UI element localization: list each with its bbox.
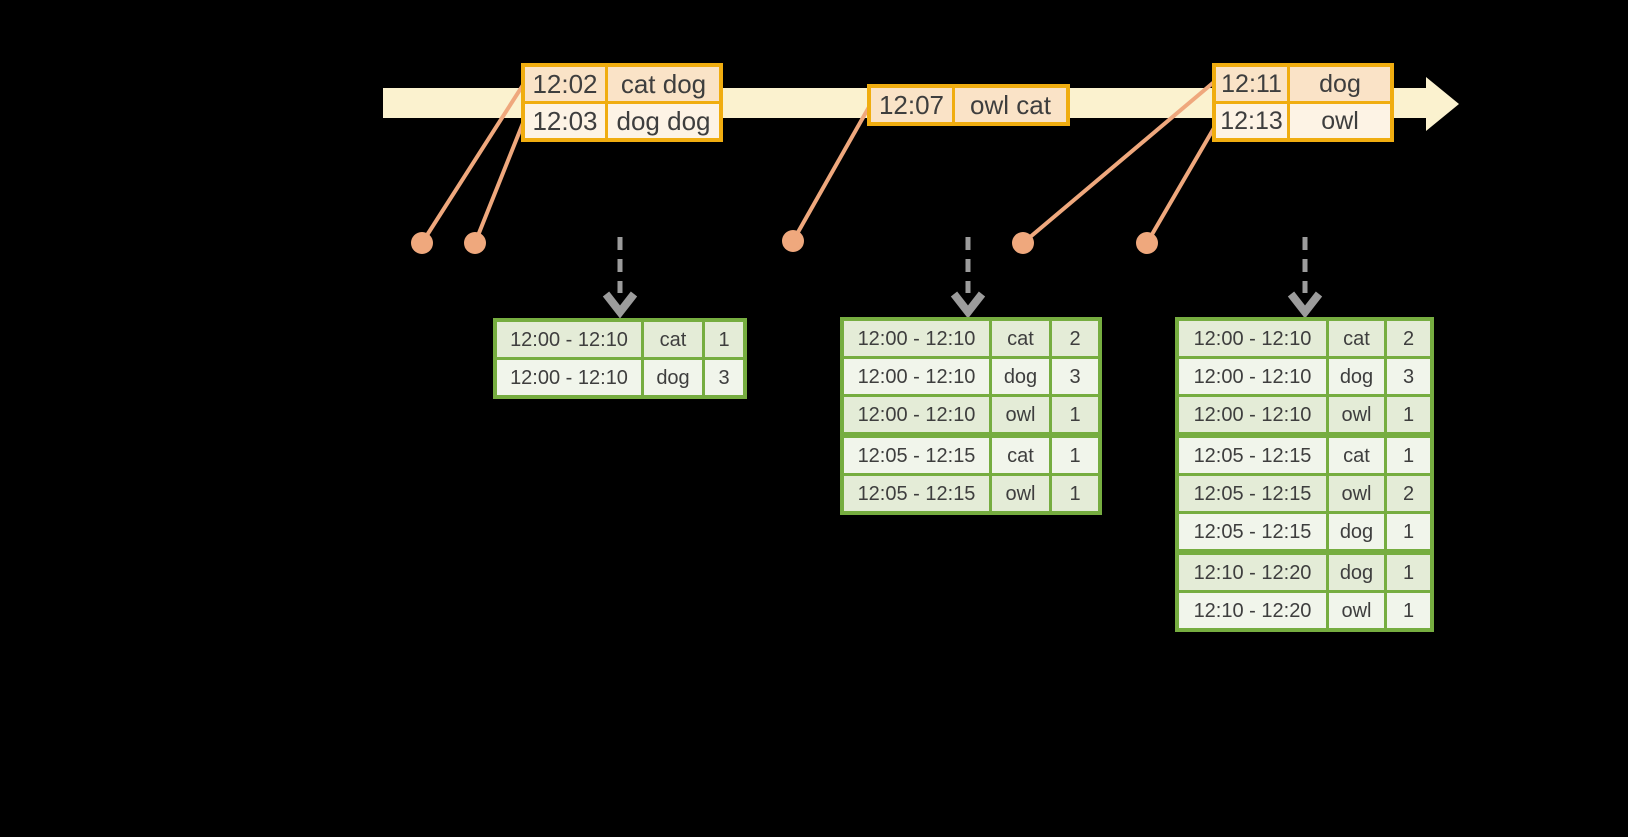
window-cell: 12:05 - 12:15 bbox=[1179, 476, 1326, 511]
count-cell: 1 bbox=[1387, 397, 1430, 432]
word-cell: cat bbox=[644, 322, 702, 357]
event-table-2: 12:07 owl cat bbox=[867, 84, 1070, 126]
trigger-arrowhead-icon bbox=[950, 291, 986, 319]
count-cell: 1 bbox=[1387, 555, 1430, 590]
word-cell: owl bbox=[1329, 397, 1384, 432]
event-words-cell: dog dog bbox=[608, 104, 719, 138]
event-row: 12:02 cat dog bbox=[525, 67, 719, 101]
window-cell: 12:00 - 12:10 bbox=[1179, 359, 1326, 394]
count-cell: 1 bbox=[1052, 438, 1098, 473]
result-row: 12:00 - 12:10 cat 2 bbox=[844, 321, 1098, 356]
result-row: 12:00 - 12:10 dog 3 bbox=[497, 360, 743, 395]
event-time-cell: 12:11 bbox=[1216, 67, 1287, 101]
window-cell: 12:10 - 12:20 bbox=[1179, 593, 1326, 628]
window-cell: 12:10 - 12:20 bbox=[1179, 555, 1326, 590]
result-table-3: 12:00 - 12:10 cat 2 12:00 - 12:10 dog 3 … bbox=[1175, 317, 1434, 632]
trigger-arrowhead-icon bbox=[1287, 291, 1323, 319]
result-row: 12:00 - 12:10 dog 3 bbox=[844, 359, 1098, 394]
event-line bbox=[473, 122, 525, 244]
result-row: 12:00 - 12:10 cat 2 bbox=[1179, 321, 1430, 356]
event-line bbox=[1021, 80, 1216, 245]
event-time-cell: 12:02 bbox=[525, 67, 605, 101]
trigger-arrows bbox=[602, 237, 1323, 319]
timeline-arrowhead-icon bbox=[1426, 77, 1459, 131]
result-row: 12:05 - 12:15 owl 1 bbox=[844, 476, 1098, 511]
count-cell: 1 bbox=[1387, 514, 1430, 549]
word-cell: dog bbox=[1329, 555, 1384, 590]
window-cell: 12:00 - 12:10 bbox=[1179, 397, 1326, 432]
word-cell: owl bbox=[1329, 476, 1384, 511]
window-cell: 12:00 - 12:10 bbox=[497, 322, 641, 357]
event-dots bbox=[411, 230, 1158, 254]
count-cell: 3 bbox=[705, 360, 743, 395]
event-words-cell: owl cat bbox=[955, 88, 1066, 122]
result-row: 12:05 - 12:15 owl 2 bbox=[1179, 476, 1430, 511]
event-table-3: 12:11 dog 12:13 owl bbox=[1212, 63, 1394, 142]
word-cell: dog bbox=[1329, 359, 1384, 394]
window-cell: 12:05 - 12:15 bbox=[1179, 438, 1326, 473]
count-cell: 1 bbox=[1052, 397, 1098, 432]
event-words-cell: owl bbox=[1290, 104, 1390, 138]
count-cell: 2 bbox=[1387, 476, 1430, 511]
count-cell: 3 bbox=[1052, 359, 1098, 394]
event-dot bbox=[1012, 232, 1034, 254]
event-row: 12:11 dog bbox=[1216, 67, 1390, 101]
event-row: 12:13 owl bbox=[1216, 104, 1390, 138]
window-cell: 12:00 - 12:10 bbox=[844, 359, 989, 394]
event-dot bbox=[411, 232, 433, 254]
result-row: 12:05 - 12:15 dog 1 bbox=[1179, 514, 1430, 549]
window-cell: 12:05 - 12:15 bbox=[1179, 514, 1326, 549]
event-leader-lines bbox=[420, 80, 1216, 245]
window-cell: 12:00 - 12:10 bbox=[844, 397, 989, 432]
result-table-1: 12:00 - 12:10 cat 1 12:00 - 12:10 dog 3 bbox=[493, 318, 747, 399]
result-table-2: 12:00 - 12:10 cat 2 12:00 - 12:10 dog 3 … bbox=[840, 317, 1102, 515]
word-cell: owl bbox=[992, 397, 1049, 432]
result-row: 12:10 - 12:20 dog 1 bbox=[1179, 555, 1430, 590]
result-row: 12:00 - 12:10 owl 1 bbox=[1179, 397, 1430, 432]
event-words-cell: cat dog bbox=[608, 67, 719, 101]
result-row: 12:10 - 12:20 owl 1 bbox=[1179, 593, 1430, 628]
result-row: 12:05 - 12:15 cat 1 bbox=[1179, 438, 1430, 473]
count-cell: 1 bbox=[1052, 476, 1098, 511]
word-cell: owl bbox=[992, 476, 1049, 511]
event-time-cell: 12:03 bbox=[525, 104, 605, 138]
word-cell: cat bbox=[992, 321, 1049, 356]
word-cell: dog bbox=[644, 360, 702, 395]
event-dot bbox=[782, 230, 804, 252]
event-words-cell: dog bbox=[1290, 67, 1390, 101]
event-line bbox=[791, 106, 871, 242]
word-cell: cat bbox=[1329, 321, 1384, 356]
event-line bbox=[1145, 126, 1216, 245]
result-row: 12:00 - 12:10 cat 1 bbox=[497, 322, 743, 357]
word-cell: dog bbox=[992, 359, 1049, 394]
result-row: 12:00 - 12:10 owl 1 bbox=[844, 397, 1098, 432]
count-cell: 3 bbox=[1387, 359, 1430, 394]
event-row: 12:03 dog dog bbox=[525, 104, 719, 138]
window-cell: 12:05 - 12:15 bbox=[844, 438, 989, 473]
result-row: 12:00 - 12:10 dog 3 bbox=[1179, 359, 1430, 394]
event-table-1: 12:02 cat dog 12:03 dog dog bbox=[521, 63, 723, 142]
event-time-cell: 12:07 bbox=[871, 88, 952, 122]
count-cell: 1 bbox=[705, 322, 743, 357]
count-cell: 2 bbox=[1052, 321, 1098, 356]
word-cell: dog bbox=[1329, 514, 1384, 549]
count-cell: 1 bbox=[1387, 593, 1430, 628]
event-row: 12:07 owl cat bbox=[871, 88, 1066, 122]
window-cell: 12:00 - 12:10 bbox=[1179, 321, 1326, 356]
event-time-cell: 12:13 bbox=[1216, 104, 1287, 138]
event-dot bbox=[464, 232, 486, 254]
word-cell: cat bbox=[1329, 438, 1384, 473]
result-row: 12:05 - 12:15 cat 1 bbox=[844, 438, 1098, 473]
window-cell: 12:05 - 12:15 bbox=[844, 476, 989, 511]
event-line bbox=[420, 83, 525, 245]
count-cell: 2 bbox=[1387, 321, 1430, 356]
trigger-arrowhead-icon bbox=[602, 291, 638, 319]
word-cell: owl bbox=[1329, 593, 1384, 628]
window-cell: 12:00 - 12:10 bbox=[844, 321, 989, 356]
window-cell: 12:00 - 12:10 bbox=[497, 360, 641, 395]
count-cell: 1 bbox=[1387, 438, 1430, 473]
word-cell: cat bbox=[992, 438, 1049, 473]
event-dot bbox=[1136, 232, 1158, 254]
